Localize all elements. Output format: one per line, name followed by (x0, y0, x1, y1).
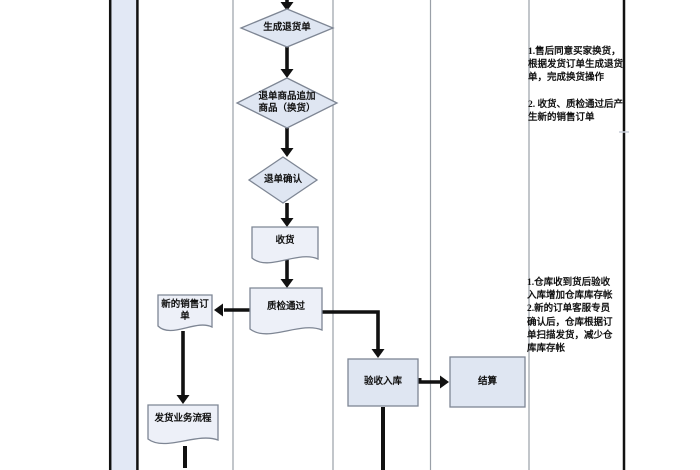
node-label-shipping-process: 发货业务流程 (154, 414, 212, 424)
annotation-line: 根据发货订单生成退货 (528, 60, 624, 71)
shape-return-confirm-diamond (247, 156, 319, 204)
arrowhead-inspection-settlement (440, 375, 449, 389)
arrowhead-d3-receive (280, 218, 294, 227)
node-label-return-item-add-line2: 商品（换货） (258, 104, 316, 114)
annotation-line: 生新的销售订单 (528, 113, 595, 123)
arrowhead-neworder-shipping (176, 395, 190, 404)
arrowhead-qc-inspection (371, 349, 385, 358)
shape-generate-return-order-diamond (239, 8, 335, 48)
annotation-line (528, 86, 624, 99)
annotation-line: 2. 收货、质检通过后产 (528, 99, 624, 110)
node-label-inspection-storage: 验收入库 (363, 377, 402, 387)
shape-inspection-storage-rect (347, 358, 419, 407)
shape-qc-pass-document (249, 287, 323, 335)
swimlane-band (111, 0, 137, 470)
arrowhead-receive-qc (280, 279, 294, 288)
node-label-generate-return-order: 生成退货单 (263, 23, 311, 33)
node-label-qc-pass: 质检通过 (266, 302, 305, 312)
connector-qc-inspection (322, 310, 380, 350)
node-label-return-item-add-line1: 退单商品追加 (258, 92, 316, 102)
node-label-return-item-add: 退单商品追加 商品（换货） (237, 84, 337, 122)
annotation-upper: 1.售后同意买家换货， 根据发货订单生成退货 单，完成换货操作 2. 收货、质检… (528, 46, 624, 125)
node-label-settlement: 结算 (477, 377, 497, 387)
connection-point-dot (416, 378, 422, 383)
shape-shipping-process-document (147, 404, 219, 445)
node-label-new-sales-order: 新的销售订单 (161, 300, 209, 322)
annotation-line: 1.售后同意买家换货， (528, 47, 621, 57)
annotation-line: 单，完成换货操作 (528, 73, 605, 84)
shape-settlement-rect (449, 356, 526, 408)
arrowhead-d2-d3 (280, 148, 294, 157)
annotation-line: 单扫描发货，减少仓 (527, 330, 613, 341)
annotation-line: 1.仓库收到货后验收 (527, 278, 611, 288)
shape-new-sales-order-document (157, 294, 213, 332)
node-label-receive-goods: 收货 (275, 236, 295, 246)
annotation-line: 库库存帐 (527, 344, 566, 355)
shape-return-item-add-diamond (235, 77, 339, 129)
node-label-return-confirm: 退单确认 (263, 175, 302, 185)
arrowhead-top-entry (280, 2, 294, 11)
arrowhead-qc-neworder (214, 303, 223, 317)
shape-receive-goods-document (251, 226, 319, 264)
annotation-line: 入库增加仓库库存帐 (527, 291, 613, 302)
annotation-line: 2.新的订单客服专员 (527, 304, 611, 315)
annotation-line: 确认后，仓库根据订 (527, 317, 613, 328)
arrowhead-d1-d2 (280, 69, 294, 78)
annotation-lower: 1.仓库收到货后验收 入库增加仓库库存帐 2.新的订单客服专员 确认后，仓库根据… (527, 277, 624, 356)
